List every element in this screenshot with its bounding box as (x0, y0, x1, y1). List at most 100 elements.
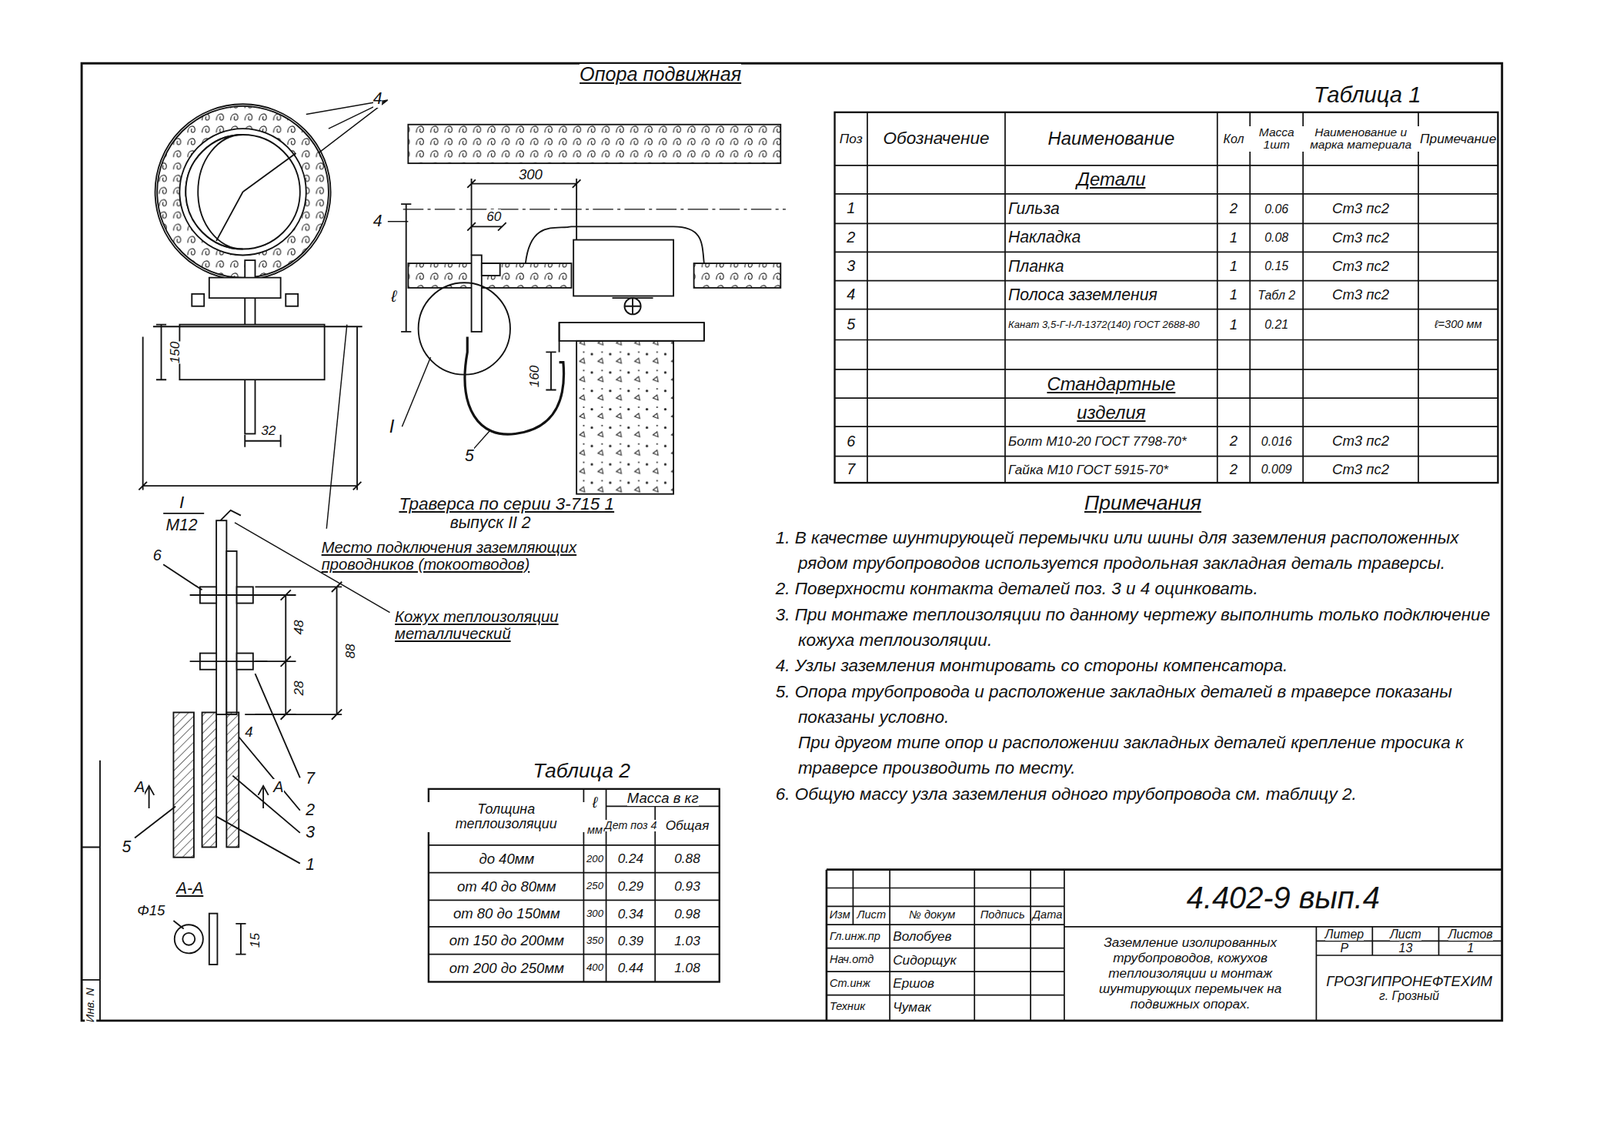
table-grid (583, 788, 719, 983)
table-cell: от 150 до 200мм (449, 932, 565, 949)
table-cell: 2 (1229, 461, 1238, 478)
table-cell: 1 (1229, 258, 1238, 274)
pipe-side-view (400, 124, 786, 495)
table-cell: 2 (1229, 200, 1238, 217)
table-title-box: Таблица 1 (1290, 81, 1444, 108)
pipe-side-view (407, 124, 781, 164)
table-cell: до 40мм (478, 851, 535, 867)
table-cell: 2 (1229, 433, 1238, 449)
table-cell: 1 (1229, 230, 1238, 246)
pipe-section (179, 128, 306, 255)
pipe-side-view (694, 263, 782, 288)
pipe-section (191, 293, 204, 307)
dimension-text: 28 (291, 680, 307, 695)
table-section-box: изделия (1005, 397, 1218, 427)
table-header-box: Наименование (1005, 112, 1218, 166)
callout-number-box: I (384, 416, 401, 438)
table-title: Таблица 1 (1313, 83, 1421, 108)
pipe-section (143, 326, 363, 490)
table-header-box: Наименование и марка материала (1300, 112, 1421, 166)
callout-number: I (389, 416, 395, 437)
dimension-text-box: 32 (254, 422, 281, 439)
stamp-cell: Ершов (892, 975, 935, 991)
detail-view (209, 913, 218, 965)
leader-note: Место подключения заземляющих проводнико… (321, 539, 661, 574)
stamp-cell-box: Сидорщук (889, 948, 975, 972)
callout-number: 5 (464, 447, 475, 465)
title-block-cell: Заземление изолированных трубопроводов, … (1064, 926, 1317, 1021)
table-header: Масса 1шт (1247, 126, 1306, 153)
table-cell: Накладка (1008, 228, 1081, 247)
stamp-cell-box: Нач.отд (826, 948, 890, 972)
notes-block: 1. В качестве шунтирующей перемычки или … (775, 525, 1500, 809)
table-header-box: ℓ (583, 789, 606, 816)
stamp-cell-box: Изм (826, 905, 853, 925)
leader-line (306, 100, 388, 154)
table-grid (835, 112, 1499, 483)
stamp-cell: Сидорщук (892, 952, 956, 968)
stamp-cell-box: Листов (1439, 926, 1503, 942)
table-header: Дет поз 4 (604, 819, 658, 832)
pipe-section (285, 293, 298, 307)
section-mark-box: А (269, 777, 288, 796)
table-header: Примечание (1419, 131, 1497, 147)
pipe-section (138, 103, 362, 514)
callout-number: 4 (373, 90, 383, 108)
stamp-cell: Подпись (980, 908, 1026, 922)
table-cell-box: 2 (1217, 426, 1250, 456)
table-title: Таблица 2 (532, 759, 631, 782)
table-header-box: Поз (835, 112, 868, 166)
note-text: 1. В качестве шунтирующей перемычки или … (775, 525, 1500, 576)
dimension-text: 150 (167, 340, 182, 364)
section-mark: А (273, 778, 284, 795)
stamp-cell-box: 1 (1439, 940, 1503, 956)
stamp-cell: 1 (1466, 941, 1474, 955)
table-cell: 0.016 (1261, 434, 1293, 448)
table-cell-box: 7 (835, 456, 868, 483)
pipe-section (216, 153, 296, 241)
table-cell-box: 0.39 (606, 926, 656, 955)
title-block-cell: 4.402-9 вып.4 (1064, 869, 1503, 927)
section-ref-box: М12 (156, 516, 207, 535)
table-cell-box: 2 (1217, 456, 1250, 483)
table-cell-box: Полоса заземления (1005, 280, 1218, 310)
callout-number-box: 1 (301, 855, 318, 874)
table-grid (428, 845, 720, 955)
title-block-text: 4.402-9 вып.4 (1186, 880, 1380, 916)
table-cell-box: 1 (1217, 251, 1250, 281)
table-cell-box: 1 (1217, 309, 1250, 341)
stamp-cell-box: Ст.инж (826, 971, 890, 995)
stamp-cell: Р (1340, 941, 1350, 955)
callout-number-box: I (171, 494, 193, 513)
table-cell: 0.08 (1264, 230, 1289, 244)
stamp-cell: Волобуев (892, 928, 952, 944)
view-title-box: Опора подвижная (576, 64, 786, 86)
leader-line (401, 357, 431, 427)
table-cell-box: 0.24 (606, 845, 656, 873)
reference-note-box: Траверса по серии 3-715 1 (395, 494, 631, 515)
pipe-side-view (481, 263, 501, 276)
table-header-box: Кол (1217, 112, 1250, 166)
dimension-text: Φ15 (136, 902, 165, 919)
table-cell: 0.24 (617, 851, 645, 866)
stamp-cell-box: Техник (826, 995, 890, 1019)
table-cell-box: Болт М10-20 ГОСТ 7798-70* (1005, 426, 1218, 456)
detail-view (134, 510, 342, 965)
table-cell: 5 (846, 316, 856, 333)
callout-number: 6 (153, 547, 162, 564)
detail-view (244, 581, 342, 720)
table-cell-box: 1 (1217, 280, 1250, 310)
reference-note: Траверса по серии 3-715 1 (398, 494, 615, 514)
stamp-cell: Ст.инж (829, 977, 871, 990)
table-cell-box: 1 (835, 193, 868, 224)
dimension-text: 160 (526, 365, 542, 388)
table-cell: 3 (846, 257, 856, 274)
pipe-side-view (559, 322, 705, 352)
table-cell: Планка (1008, 257, 1065, 276)
detail-view (173, 920, 184, 929)
leader-line (326, 324, 348, 529)
table-cell: 0.06 (1264, 202, 1289, 216)
table-header-box: Толщина теплоизоляции (427, 789, 585, 844)
pipe-section (163, 512, 204, 515)
